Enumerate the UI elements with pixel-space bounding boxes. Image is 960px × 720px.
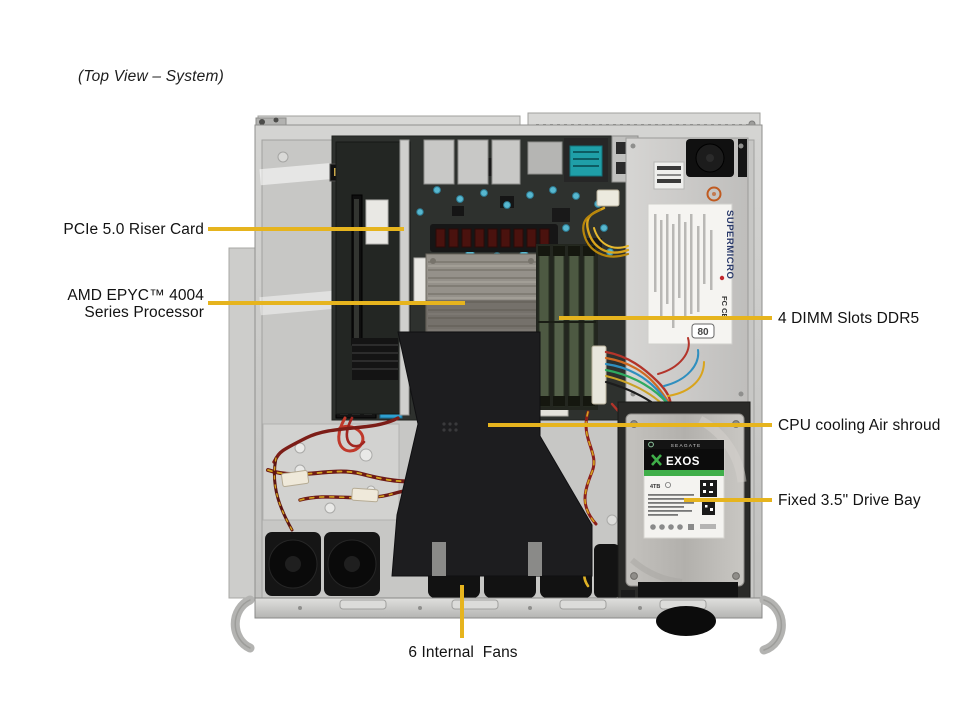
fan — [594, 544, 620, 598]
dimm-slots — [536, 244, 598, 410]
drive-capacity: 4TB — [650, 484, 660, 490]
lan-port — [457, 139, 489, 185]
riser-bracket — [399, 139, 410, 416]
callout-line-fans — [460, 585, 464, 638]
callout-label-drive-bay: Fixed 3.5" Drive Bay — [778, 492, 921, 509]
psu-seal — [706, 186, 722, 202]
riser-heatsink — [352, 338, 398, 380]
callout-line-air-shroud — [488, 423, 772, 427]
fan — [324, 532, 380, 596]
psu-cables — [582, 189, 705, 428]
callout-line-cpu — [208, 301, 465, 305]
cpu-air-shroud — [391, 331, 593, 577]
chip-heatsink — [527, 141, 563, 175]
fixed-drive-bay: SEAGATE EXOS 4TB — [617, 401, 751, 611]
drive-label: SEAGATE EXOS 4TB — [643, 439, 725, 539]
power-supply: SUPERMICRO FC CE 80 — [625, 137, 749, 403]
front-fan-bulge — [656, 606, 716, 636]
psu-brand: SUPERMICRO — [724, 210, 735, 279]
callout-line-drive-bay — [684, 498, 772, 502]
psu-cert-marks: FC CE — [720, 296, 729, 319]
mounting-ears — [230, 595, 786, 655]
lan-port — [491, 139, 521, 185]
lan-port — [423, 139, 455, 185]
psu-barcode-label — [653, 161, 685, 190]
psu-spec-label: SUPERMICRO FC CE 80 — [647, 203, 735, 345]
callout-line-pcie-riser-card — [208, 227, 404, 231]
front-panel-edge — [254, 597, 763, 636]
figure-title: (Top View – System) — [78, 68, 224, 85]
qr-code — [700, 480, 717, 497]
shroud-notch — [528, 542, 542, 576]
callout-label-air-shroud: CPU cooling Air shroud — [778, 417, 941, 434]
fan — [265, 532, 321, 596]
shroud-notch — [432, 542, 446, 576]
callout-label-pcie-riser-card: PCIe 5.0 Riser Card — [63, 221, 204, 238]
callout-line-dimm-slots — [559, 316, 772, 320]
vga-port — [564, 138, 608, 182]
drive-product: EXOS — [666, 456, 700, 468]
qr-code — [702, 502, 715, 515]
callout-label-cpu: AMD EPYC™ 4004 Series Processor — [67, 287, 204, 321]
pcie-riser-card — [335, 139, 435, 416]
callout-label-dimm-slots: 4 DIMM Slots DDR5 — [778, 310, 920, 327]
vrm-choke-row — [430, 224, 558, 252]
psu-80plus-badge: 80 — [697, 327, 709, 338]
certification-marks — [650, 524, 716, 530]
riser-label — [365, 199, 389, 245]
drive-brand: SEAGATE — [671, 443, 702, 449]
callout-label-fans: 6 Internal Fans — [408, 644, 518, 661]
psu-fan — [686, 139, 747, 177]
